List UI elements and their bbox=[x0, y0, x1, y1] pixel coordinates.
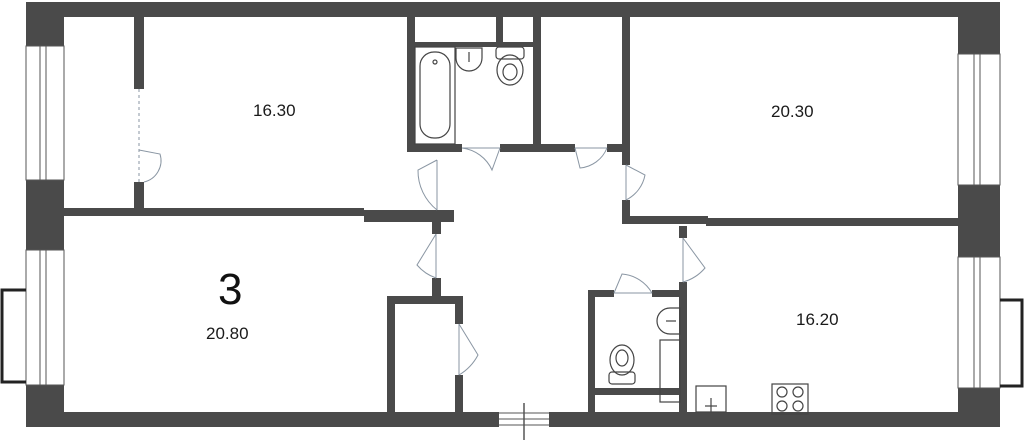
area-label-bedroom-top-right: 20.30 bbox=[771, 102, 814, 121]
exterior-walls bbox=[26, 2, 1000, 427]
balcony-right bbox=[1000, 298, 1024, 388]
kitchen-stove bbox=[771, 383, 809, 415]
wc-sink bbox=[656, 307, 681, 335]
area-label-kitchen: 16.20 bbox=[796, 310, 839, 329]
entrance-door bbox=[499, 403, 549, 440]
area-label-bedroom-top-left: 16.30 bbox=[253, 101, 296, 120]
wc-cabinet bbox=[659, 339, 681, 403]
bathroom-toilet bbox=[495, 46, 525, 86]
window-left-top bbox=[25, 45, 65, 181]
window-left-bottom bbox=[25, 249, 65, 386]
area-label-living-room: 20.80 bbox=[206, 324, 249, 343]
window-right-top bbox=[957, 53, 1001, 186]
window-right-bottom bbox=[957, 256, 1001, 389]
balcony-left bbox=[0, 288, 26, 384]
bathroom-sink bbox=[455, 47, 483, 72]
doors bbox=[134, 89, 706, 376]
kitchen-sink bbox=[695, 385, 727, 413]
bathtub bbox=[414, 46, 456, 145]
interior-walls bbox=[64, 17, 958, 427]
rooms-count-label: 3 bbox=[218, 265, 243, 314]
wc-toilet bbox=[608, 344, 636, 385]
